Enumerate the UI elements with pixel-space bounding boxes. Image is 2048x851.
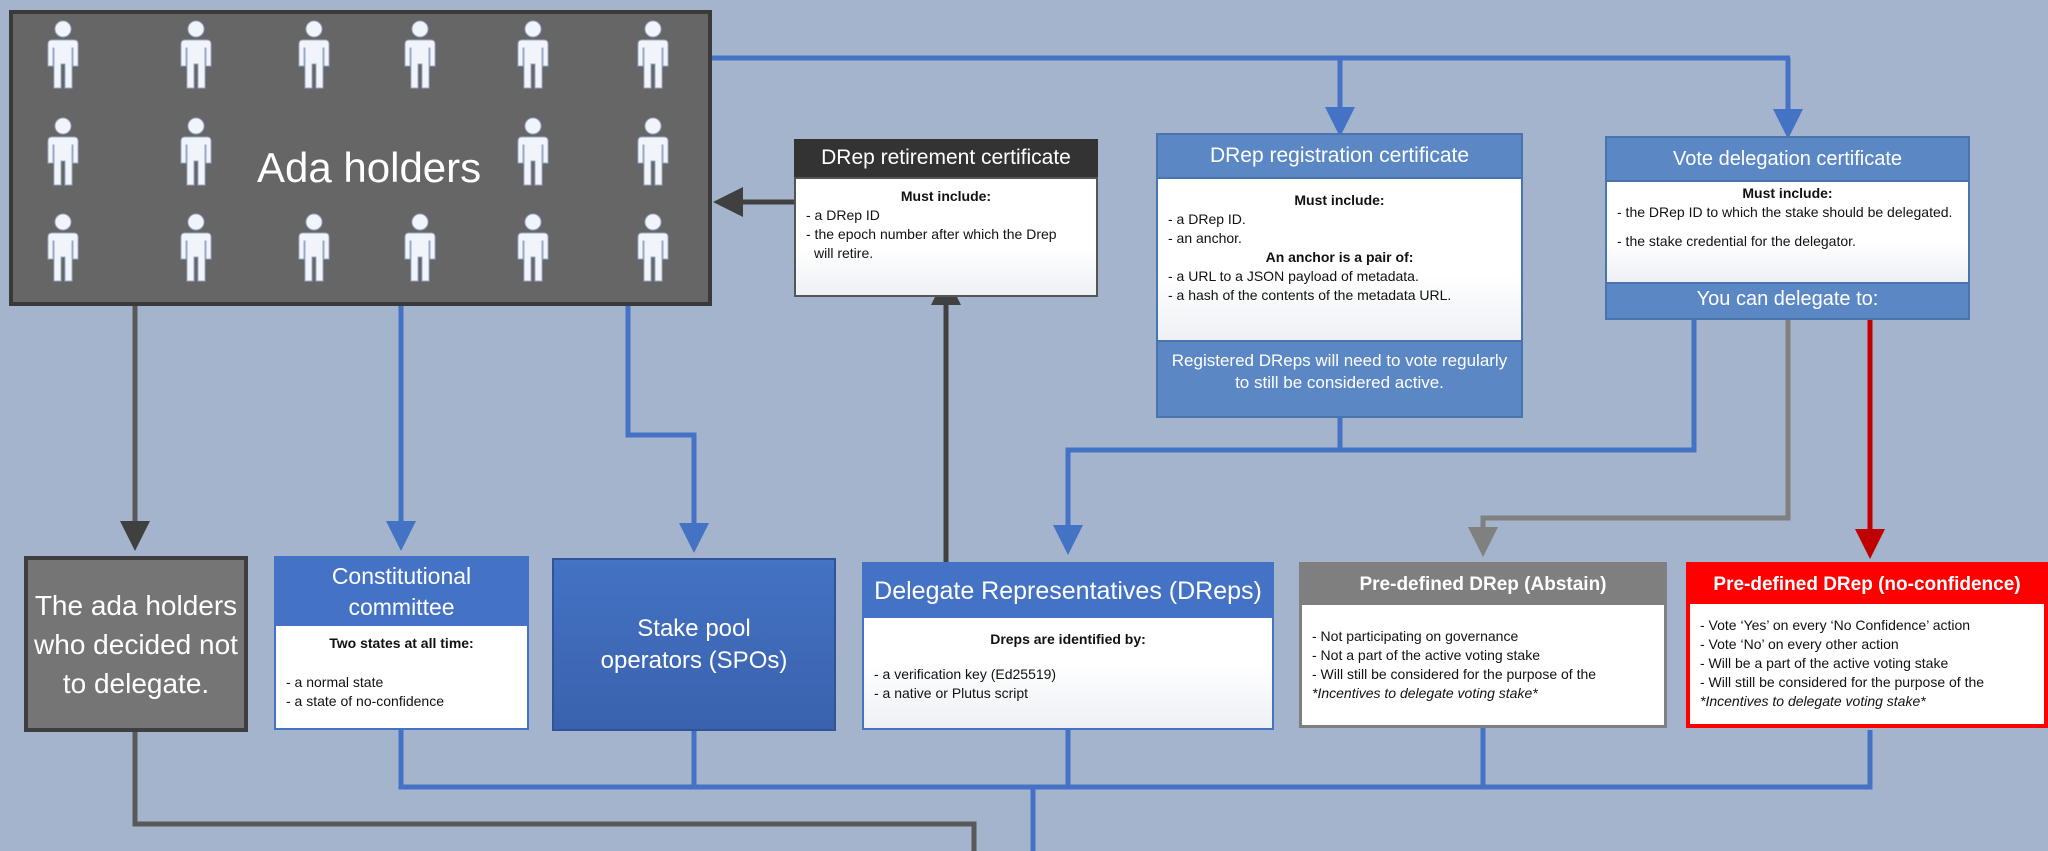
person-icon [402, 20, 438, 92]
abstain-item: - Not a part of the active voting stake [1312, 647, 1541, 663]
person-icon [45, 20, 81, 92]
dreps-item: - a verification key (Ed25519) [874, 666, 1057, 682]
no-confidence-item: - Vote ‘Yes’ on every ‘No Confidence’ ac… [1700, 617, 1971, 633]
delegation-must-include: Must include: [1742, 185, 1833, 201]
no-confidence-item: - Will still be considered for the purpo… [1700, 674, 1985, 690]
non-delegators-box: The ada holders who decided not to deleg… [24, 556, 248, 732]
no-confidence-incentive: *Incentives to delegate voting stake* [1700, 693, 1926, 709]
person-icon [402, 213, 438, 285]
abstain-incentive: *Incentives to delegate voting stake* [1312, 685, 1538, 701]
anchor-heading: An anchor is a pair of: [1265, 249, 1414, 265]
person-icon [178, 117, 214, 189]
arrow-to-spo [625, 305, 709, 553]
retirement-item: - a DRep ID [806, 207, 880, 223]
no-confidence-box: Pre-defined DRep (no-confidence) - Vote … [1686, 562, 2048, 728]
delegation-certificate: Vote delegation certificate Must include… [1605, 136, 1970, 320]
ada-holders-title: Ada holders [257, 144, 482, 191]
anchor-item: - a hash of the contents of the metadata… [1168, 287, 1452, 303]
retirement-must-include: Must include: [900, 188, 992, 204]
constitutional-committee-box: Constitutional committee Two states at a… [274, 556, 529, 730]
delegation-body: Must include: - the DRep ID to which the… [1605, 182, 1970, 282]
delegation-item: - the DRep ID to which the stake should … [1617, 204, 1953, 220]
person-icon [515, 117, 551, 189]
person-icon [635, 20, 671, 92]
committee-heading: Two states at all time: [329, 635, 474, 651]
person-icon [515, 213, 551, 285]
person-icon [515, 20, 551, 92]
spo-text: Stake pool operators (SPOs) [600, 614, 788, 674]
registration-must-include: Must include: [1294, 192, 1385, 208]
delegation-title: Vote delegation certificate [1605, 136, 1970, 182]
anchor-item: - a URL to a JSON payload of metadata. [1168, 268, 1419, 284]
person-icon [635, 117, 671, 189]
abstain-box: Pre-defined DRep (Abstain) - Not partici… [1299, 562, 1667, 728]
registration-certificate: DRep registration certificate Must inclu… [1156, 133, 1523, 418]
registration-item: - a DRep ID. [1168, 211, 1246, 227]
no-confidence-item: - Vote ‘No’ on every other action [1700, 636, 1899, 652]
person-icon [296, 20, 332, 92]
dreps-heading: Dreps are identified by: [990, 631, 1146, 647]
dreps-box: Delegate Representatives (DReps) Dreps a… [862, 562, 1274, 730]
committee-body: Two states at all time: - a normal state… [276, 626, 527, 721]
delegation-footer: You can delegate to: [1605, 282, 1970, 320]
registration-footer: Registered DReps will need to vote regul… [1156, 340, 1523, 418]
dreps-item: - a native or Plutus script [874, 685, 1029, 701]
bottom-connector [398, 730, 1873, 790]
committee-item: - a state of no-confidence [286, 693, 444, 709]
ada-holders-box: Ada holders [9, 10, 712, 306]
person-icon [296, 213, 332, 285]
retirement-item: will retire. [814, 245, 874, 261]
dreps-title: Delegate Representatives (DReps) [864, 564, 1272, 618]
registration-item: - an anchor. [1168, 230, 1242, 246]
non-delegators-text: The ada holders who decided not to deleg… [34, 589, 238, 699]
abstain-title: Pre-defined DRep (Abstain) [1302, 565, 1664, 605]
delegation-item: - the stake credential for the delegator… [1617, 233, 1856, 249]
person-icon [178, 20, 214, 92]
dreps-body: Dreps are identified by: - a verificatio… [864, 618, 1272, 713]
person-icon [45, 117, 81, 189]
committee-item: - a normal state [286, 674, 384, 690]
registration-body: Must include: - a DRep ID. - an anchor. … [1156, 179, 1523, 340]
person-icon [45, 213, 81, 285]
abstain-item: - Will still be considered for the purpo… [1312, 666, 1597, 682]
no-confidence-title: Pre-defined DRep (no-confidence) [1690, 566, 2044, 604]
no-confidence-item: - Will be a part of the active voting st… [1700, 655, 1949, 671]
retirement-certificate: DRep retirement certificate Must include… [794, 139, 1098, 297]
committee-title: Constitutional committee [276, 558, 527, 626]
retirement-body: Must include: - a DRep ID - the epoch nu… [794, 177, 1098, 297]
abstain-item: - Not participating on governance [1312, 628, 1519, 644]
no-confidence-body: - Vote ‘Yes’ on every ‘No Confidence’ ac… [1690, 604, 2044, 721]
abstain-body: - Not participating on governance - Not … [1302, 605, 1664, 713]
retirement-title: DRep retirement certificate [794, 139, 1098, 177]
person-icon [178, 213, 214, 285]
retirement-item: - the epoch number after which the Drep [806, 226, 1057, 242]
arrow-to-dreps [1053, 304, 1697, 555]
arrow-to-abstain [1468, 304, 1791, 557]
person-icon [635, 213, 671, 285]
registration-title: DRep registration certificate [1156, 133, 1523, 179]
spo-box: Stake pool operators (SPOs) [552, 558, 836, 731]
